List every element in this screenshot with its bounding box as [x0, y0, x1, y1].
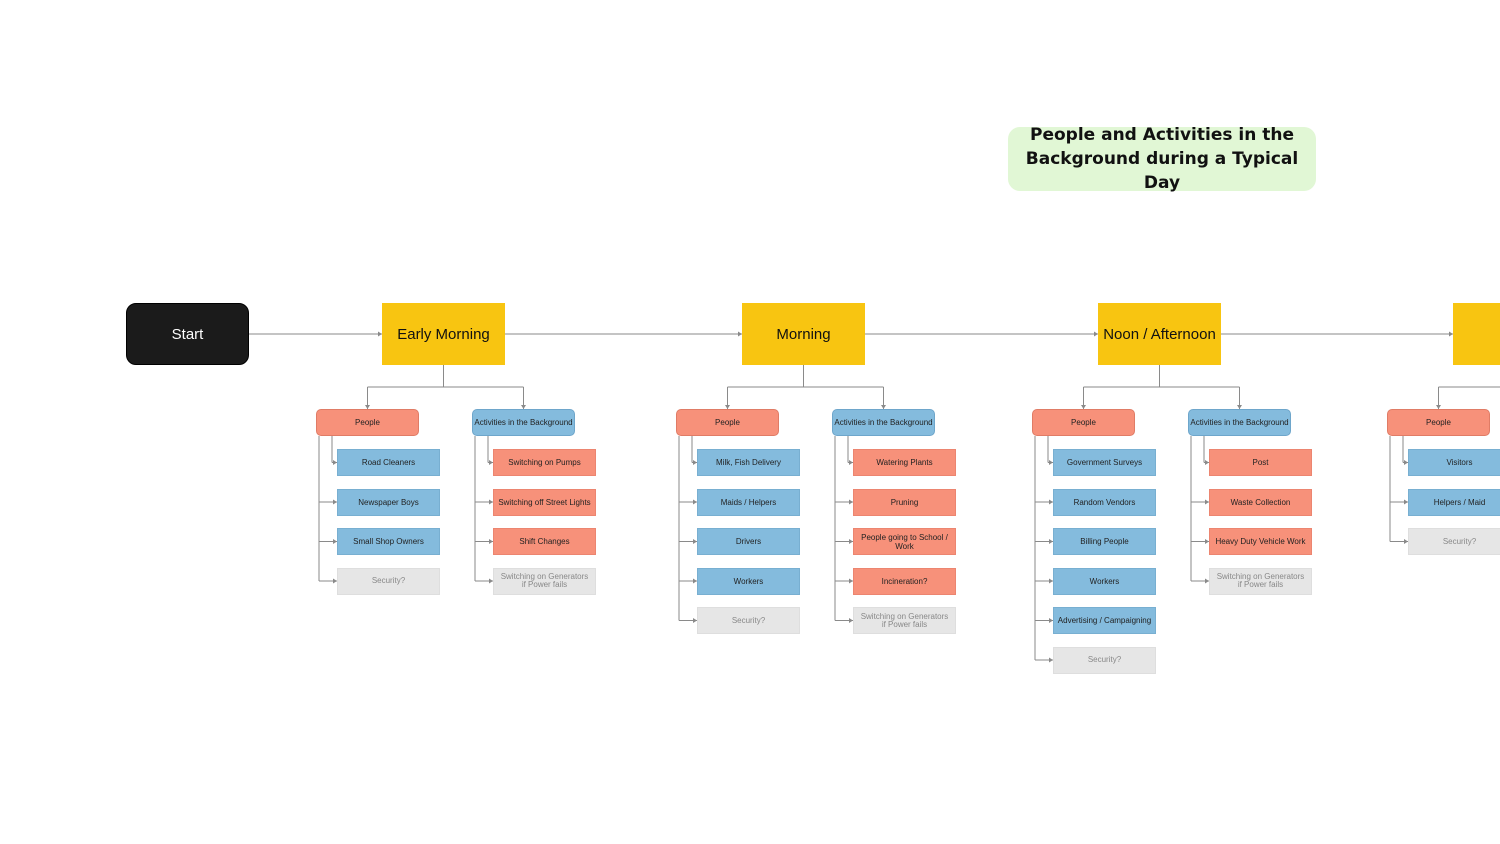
activity-item[interactable]: Switching on Pumps: [493, 449, 596, 476]
activity-item[interactable]: Watering Plants: [853, 449, 956, 476]
person-item[interactable]: Advertising / Campaigning: [1053, 607, 1156, 634]
person-item[interactable]: Drivers: [697, 528, 800, 555]
start-node[interactable]: Start: [126, 303, 249, 365]
person-item[interactable]: Security?: [697, 607, 800, 634]
person-item[interactable]: Road Cleaners: [337, 449, 440, 476]
person-item[interactable]: Billing People: [1053, 528, 1156, 555]
person-item[interactable]: Newspaper Boys: [337, 488, 440, 516]
diagram-title: People and Activities in the Background …: [1008, 125, 1316, 193]
person-item[interactable]: Workers: [697, 567, 800, 595]
activity-item[interactable]: Waste Collection: [1209, 488, 1312, 516]
activity-item[interactable]: Post: [1209, 449, 1312, 476]
person-item[interactable]: Milk, Fish Delivery: [697, 449, 800, 476]
person-item[interactable]: Security?: [337, 567, 440, 595]
people-category[interactable]: People: [1387, 409, 1490, 436]
activity-item[interactable]: Switching on Generators if Power fails: [1209, 567, 1312, 595]
activity-item[interactable]: Pruning: [853, 488, 956, 516]
person-item[interactable]: Government Surveys: [1053, 449, 1156, 476]
activities-category[interactable]: Activities in the Background: [472, 409, 575, 436]
person-item[interactable]: Security?: [1053, 646, 1156, 674]
person-item[interactable]: Maids / Helpers: [697, 488, 800, 516]
activity-item[interactable]: Switching on Generators if Power fails: [853, 607, 956, 634]
phase-node[interactable]: Morning: [742, 303, 865, 365]
activity-item[interactable]: Shift Changes: [493, 528, 596, 555]
person-item[interactable]: Random Vendors: [1053, 488, 1156, 516]
people-category[interactable]: People: [316, 409, 419, 436]
activities-category[interactable]: Activities in the Background: [832, 409, 935, 436]
person-item[interactable]: Small Shop Owners: [337, 528, 440, 555]
people-category[interactable]: People: [676, 409, 779, 436]
activities-category[interactable]: Activities in the Background: [1188, 409, 1291, 436]
person-item[interactable]: Workers: [1053, 567, 1156, 595]
activity-item[interactable]: Incineration?: [853, 567, 956, 595]
person-item[interactable]: Helpers / Maid: [1408, 488, 1500, 516]
activity-item[interactable]: Switching off Street Lights: [493, 488, 596, 516]
activity-item[interactable]: Switching on Generators if Power fails: [493, 567, 596, 595]
activity-item[interactable]: People going to School / Work: [853, 528, 956, 555]
person-item[interactable]: Visitors: [1408, 449, 1500, 476]
phase-node[interactable]: Noon / Afternoon: [1098, 303, 1221, 365]
people-category[interactable]: People: [1032, 409, 1135, 436]
person-item[interactable]: Security?: [1408, 528, 1500, 555]
activity-item[interactable]: Heavy Duty Vehicle Work: [1209, 528, 1312, 555]
phase-node[interactable]: Early Morning: [382, 303, 505, 365]
phase-node[interactable]: Ev: [1453, 303, 1500, 365]
